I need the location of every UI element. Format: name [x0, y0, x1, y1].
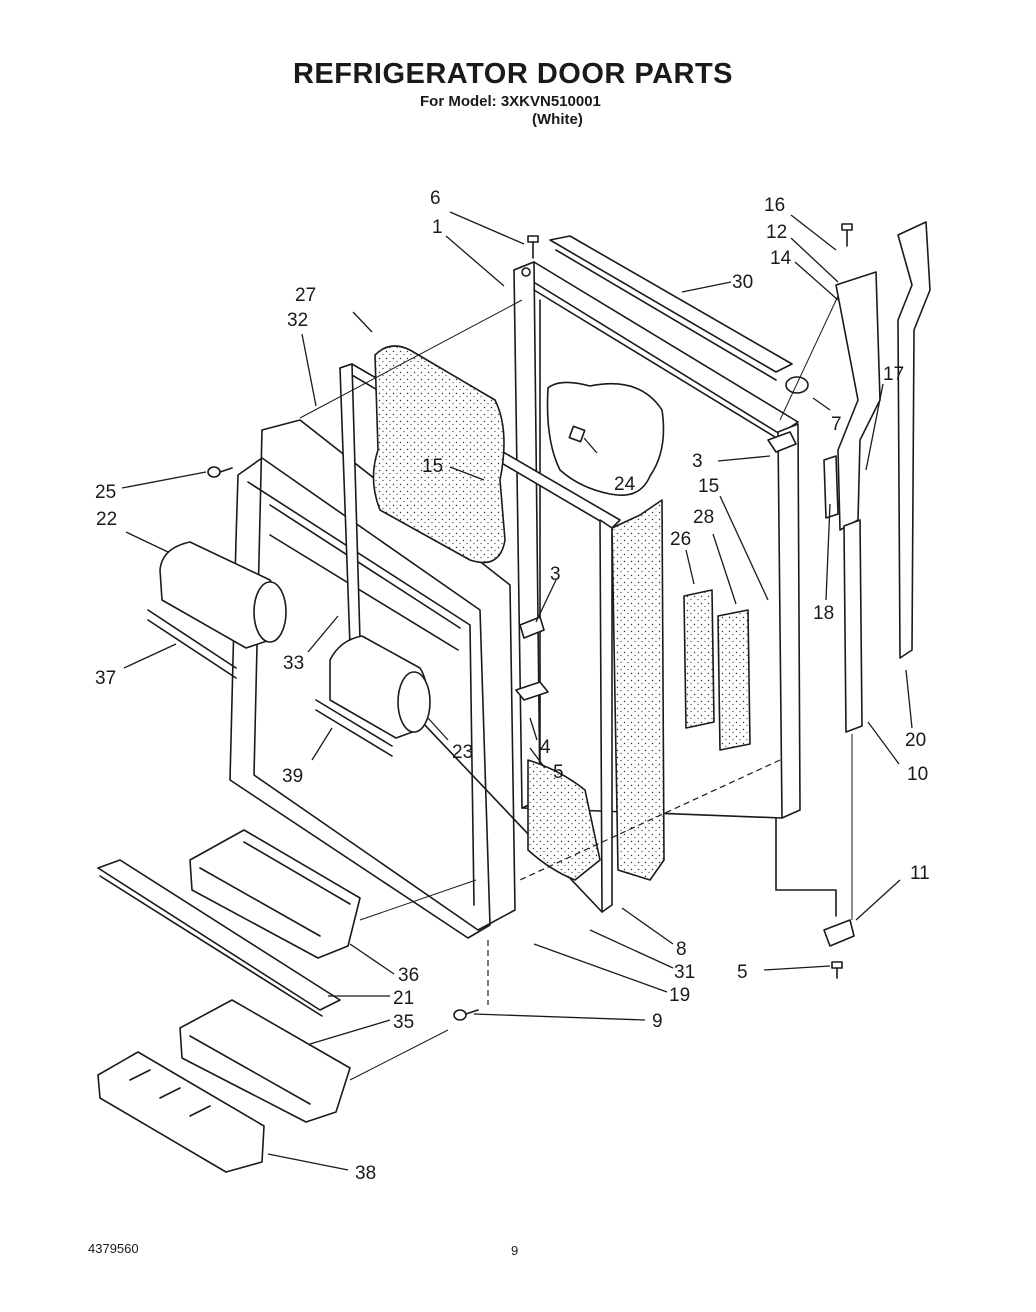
leader-lines — [121, 211, 913, 1171]
color-variant-line: (White) — [532, 111, 583, 128]
screw-9 — [453, 1009, 479, 1021]
callout-36: 36 — [398, 965, 419, 986]
callout-6: 6 — [430, 188, 441, 209]
callout-22: 22 — [96, 509, 117, 530]
callout-3-middle: 3 — [550, 564, 561, 585]
seal-strip-28 — [717, 609, 751, 751]
callout-39: 39 — [282, 766, 303, 787]
callout-33: 33 — [283, 653, 304, 674]
foam-insulation-27 — [372, 345, 506, 564]
callout-16: 16 — [764, 195, 785, 216]
page-number: 9 — [511, 1243, 519, 1258]
screw-25 — [207, 466, 233, 478]
callout-8: 8 — [676, 939, 687, 960]
trim-strip-21 — [97, 859, 341, 1017]
callout-19: 19 — [669, 985, 690, 1006]
callout-12: 12 — [766, 222, 787, 243]
callout-labels: 6 1 30 16 12 14 27 32 17 7 15 24 3 15 25… — [95, 188, 930, 1184]
callout-4: 4 — [540, 737, 551, 758]
egg-tray-38 — [97, 1051, 265, 1173]
callout-25: 25 — [95, 482, 116, 503]
hinge-cap-7 — [785, 376, 809, 394]
foam-insulation-19 — [611, 499, 665, 881]
screw-5-bottom — [831, 961, 843, 979]
door-handle-assembly — [823, 221, 931, 733]
document-number: 4379560 — [88, 1241, 139, 1256]
seal-strip-26 — [683, 589, 715, 729]
callout-9: 9 — [652, 1011, 663, 1032]
screw-16 — [841, 223, 853, 247]
foam-insulation-lower — [527, 759, 601, 881]
screw-6 — [527, 235, 539, 259]
callout-37: 37 — [95, 668, 116, 689]
callout-35: 35 — [393, 1012, 414, 1033]
callout-24: 24 — [614, 474, 636, 495]
callout-23: 23 — [452, 742, 473, 763]
insulation-patch — [546, 381, 665, 496]
door-bin-36 — [189, 829, 361, 959]
callout-3-right: 3 — [692, 451, 703, 472]
bottom-hinge-11 — [823, 919, 855, 947]
hinge-bracket-middle — [515, 616, 549, 701]
callout-14: 14 — [770, 248, 792, 269]
model-number-line: For Model: 3XKVN510001 — [420, 93, 601, 110]
door-bin-35 — [179, 999, 351, 1123]
callout-5-middle: 5 — [553, 762, 564, 783]
callout-15-right: 15 — [698, 476, 719, 497]
callout-28: 28 — [693, 507, 714, 528]
page-title: REFRIGERATOR DOOR PARTS — [292, 58, 734, 90]
callout-38: 38 — [355, 1163, 376, 1184]
assembly-alignment-lines — [299, 295, 853, 1081]
callout-32: 32 — [287, 310, 308, 331]
callout-15-left: 15 — [422, 456, 443, 477]
callout-20: 20 — [905, 730, 926, 751]
callout-10: 10 — [907, 764, 928, 785]
dairy-door-22 — [147, 541, 287, 679]
callout-26: 26 — [670, 529, 691, 550]
callout-31: 31 — [674, 962, 695, 983]
callout-21: 21 — [393, 988, 414, 1009]
callout-17: 17 — [883, 364, 904, 385]
callout-27: 27 — [295, 285, 316, 306]
callout-11: 11 — [910, 863, 930, 884]
callout-5-bottom: 5 — [737, 962, 748, 983]
dairy-door-23 — [315, 635, 431, 757]
callout-18: 18 — [813, 603, 834, 624]
top-trim-strip — [549, 235, 793, 381]
callout-30: 30 — [732, 272, 753, 293]
callout-7: 7 — [831, 414, 842, 435]
callout-1: 1 — [432, 217, 443, 238]
